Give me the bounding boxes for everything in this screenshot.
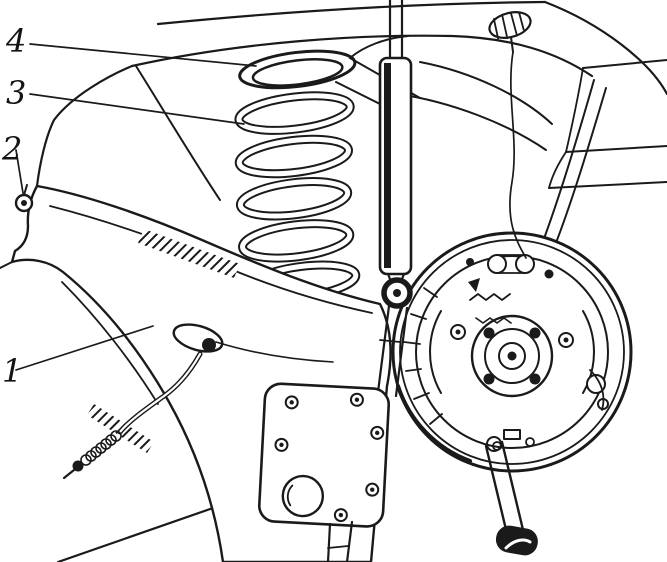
upper-mount-lines bbox=[335, 35, 607, 249]
leader-1 bbox=[15, 325, 154, 371]
lower-link bbox=[484, 436, 538, 556]
callout-label-3: 3 bbox=[6, 74, 26, 112]
hose-end-fitting bbox=[72, 460, 84, 472]
leader-3 bbox=[29, 93, 245, 125]
callout-labels: 4 3 2 1 bbox=[1, 22, 26, 390]
brake-drum bbox=[391, 231, 633, 473]
rubber-mount-knob bbox=[488, 11, 532, 53]
leader-4 bbox=[29, 43, 257, 67]
handbrake-cable bbox=[509, 51, 527, 259]
callout-label-4: 4 bbox=[5, 22, 26, 60]
leader-2 bbox=[15, 149, 24, 194]
brake-hose bbox=[62, 351, 203, 480]
weld-hatch-upper bbox=[138, 229, 240, 278]
shock-mounting-plate bbox=[257, 304, 409, 562]
slot-bolt bbox=[202, 338, 216, 352]
shock-absorber bbox=[378, 0, 413, 309]
callout-leader-lines bbox=[15, 43, 257, 371]
callout-label-2: 2 bbox=[1, 130, 22, 168]
spring-upper-seat bbox=[238, 49, 357, 90]
callout-label-1: 1 bbox=[2, 352, 22, 390]
